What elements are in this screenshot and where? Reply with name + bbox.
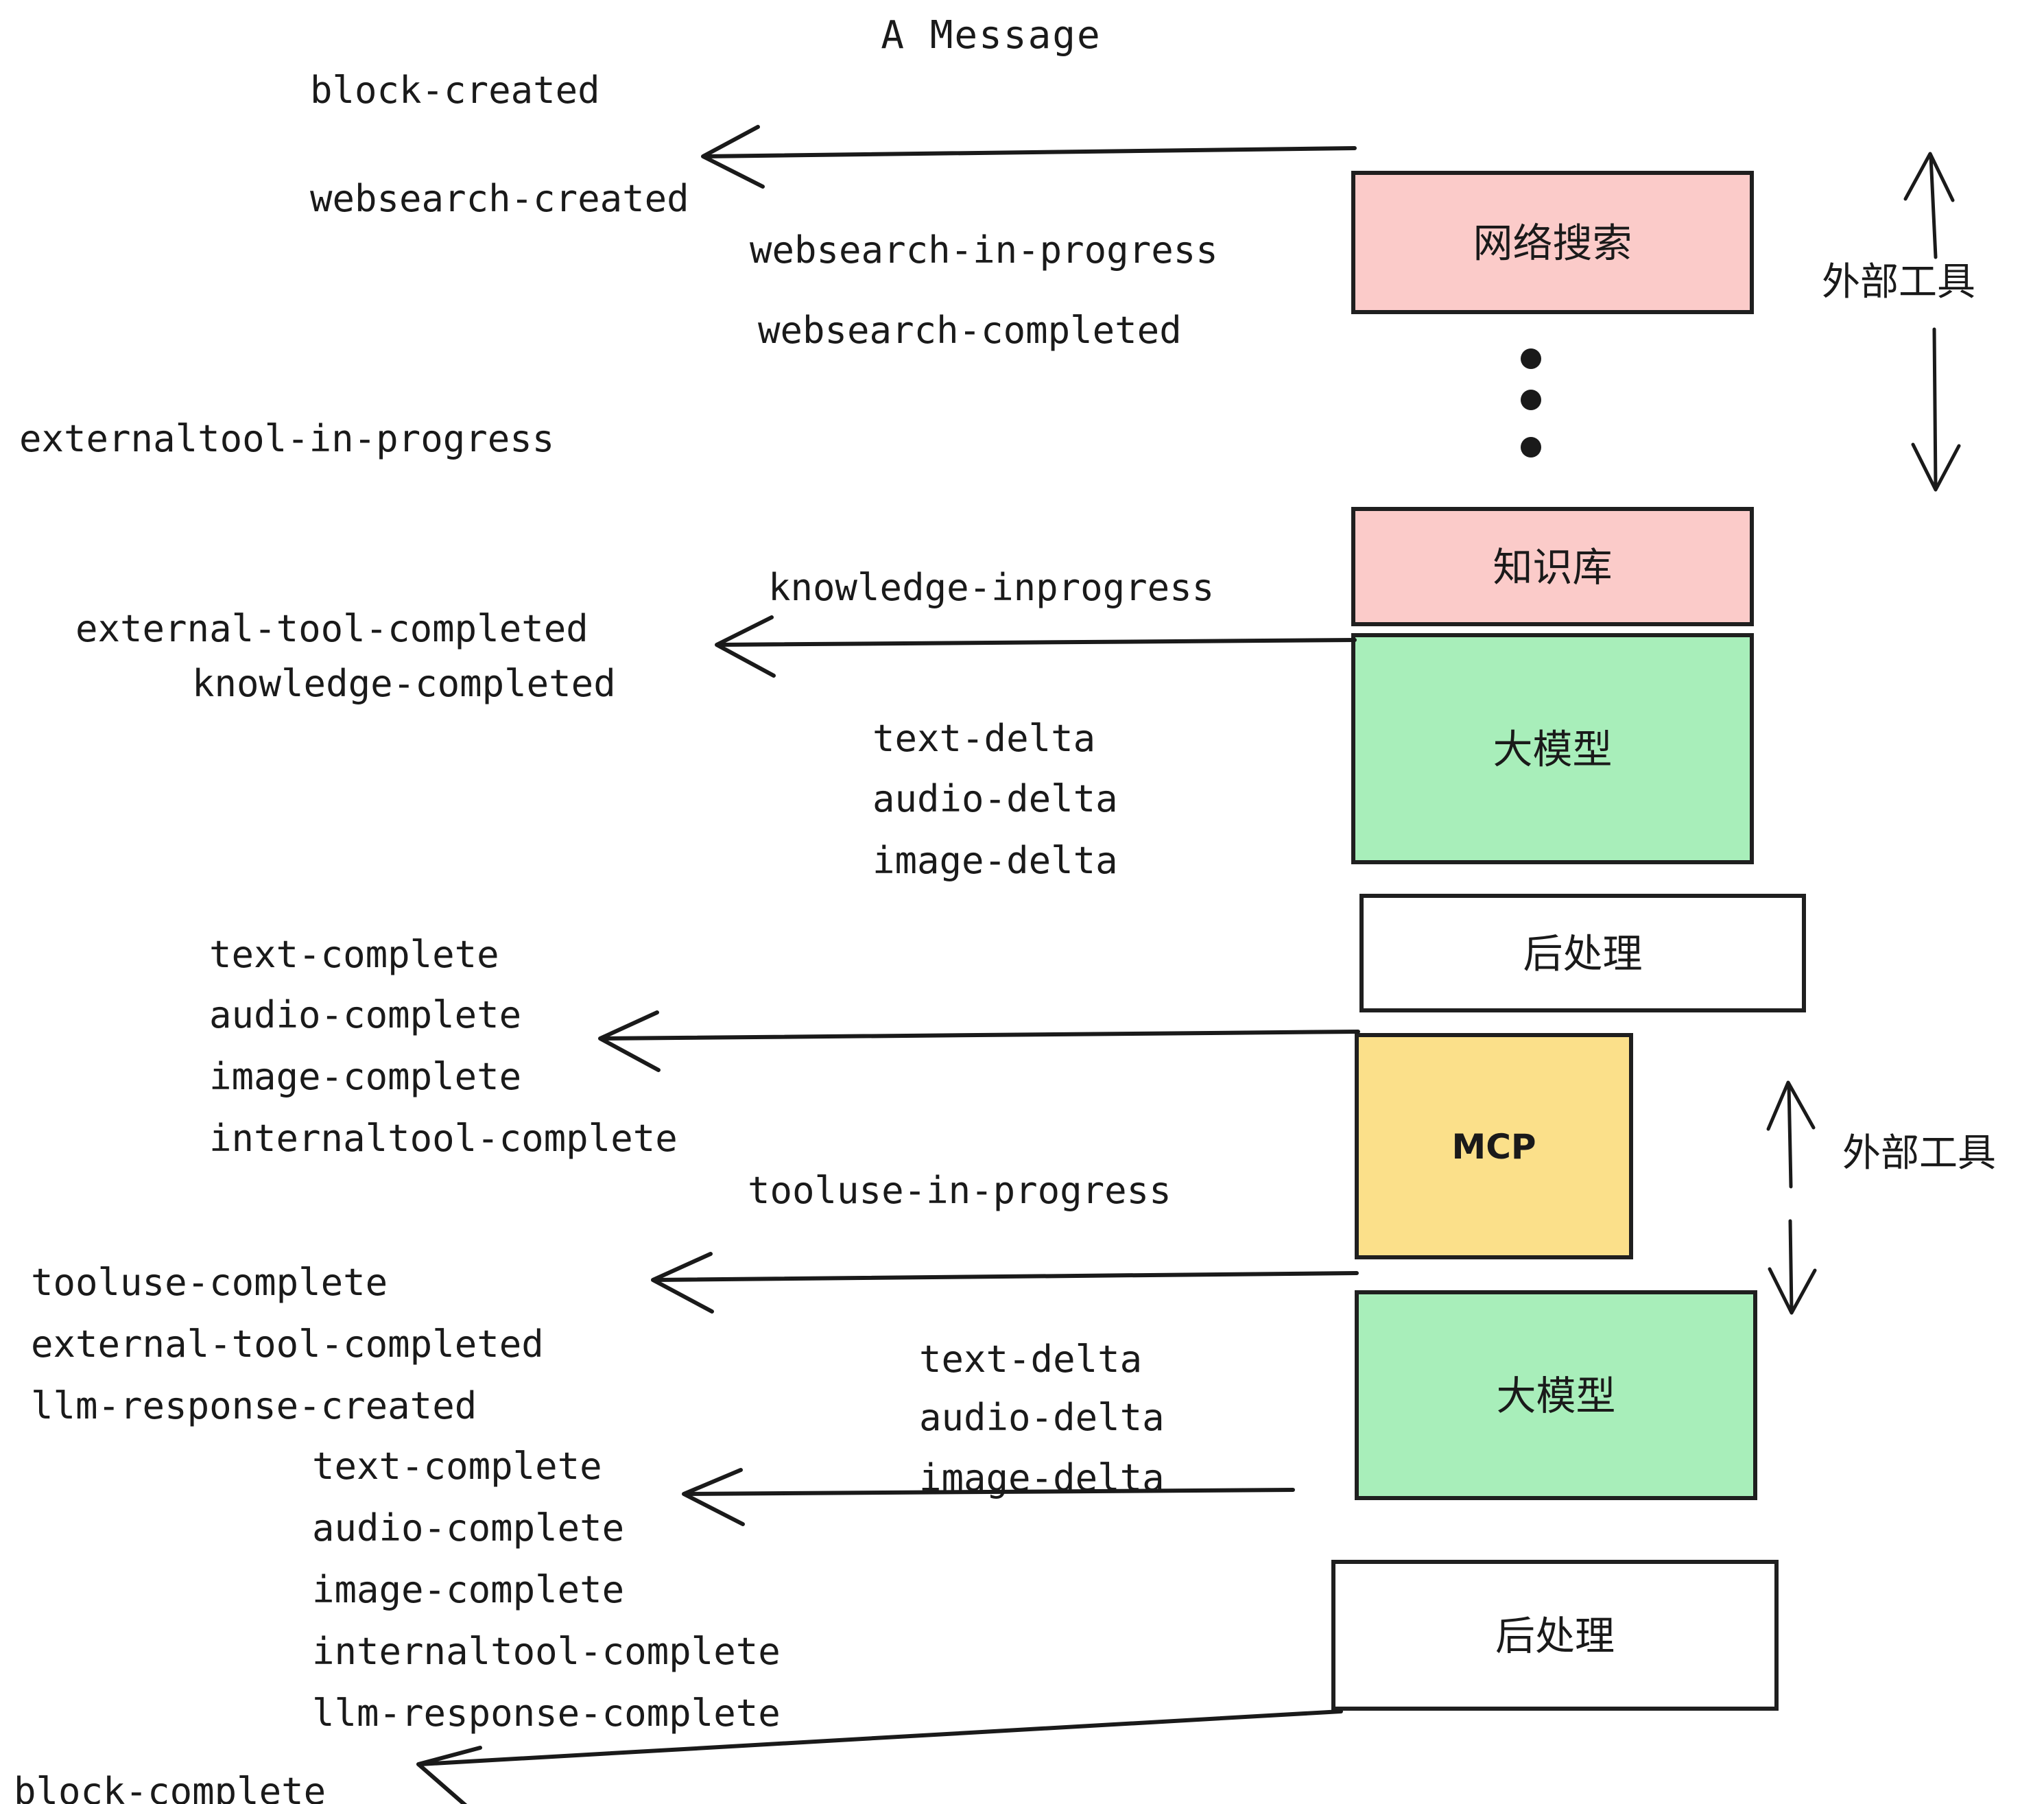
- box-mcp[interactable]: MCP: [1355, 1033, 1633, 1259]
- event-label-text-complete-2: text-complete: [312, 1445, 602, 1488]
- box-label-websearch: 网络搜索: [1473, 220, 1632, 267]
- box-label-knowledge: 知识库: [1493, 544, 1612, 591]
- box-websearch[interactable]: 网络搜索: [1351, 171, 1754, 314]
- event-label-internaltool-complete-2: internaltool-complete: [312, 1630, 781, 1673]
- ellipsis-dot: [1521, 348, 1541, 369]
- ellipsis-dot: [1521, 390, 1541, 410]
- event-label-image-delta-2: image-delta: [919, 1456, 1165, 1499]
- event-label-image-complete-2: image-complete: [312, 1568, 624, 1611]
- event-label-websearch-completed: websearch-completed: [758, 309, 1182, 352]
- box-rect-postprocess-2: [1331, 1560, 1779, 1711]
- event-label-llm-response-created: llm-response-created: [31, 1384, 477, 1427]
- box-llm-1[interactable]: 大模型: [1351, 633, 1754, 864]
- box-knowledge[interactable]: 知识库: [1351, 507, 1754, 626]
- event-label-external-tool-completed-1: external-tool-completed: [75, 607, 589, 650]
- event-label-audio-complete-1: audio-complete: [209, 993, 521, 1036]
- event-label-tooluse-complete: tooluse-complete: [31, 1261, 388, 1304]
- box-label-llm-2: 大模型: [1496, 1373, 1615, 1419]
- flow-arrow-image-complete: [598, 1010, 1360, 1072]
- event-label-websearch-created: websearch-created: [310, 177, 689, 220]
- flow-arrow-audio-complete: [682, 1468, 1295, 1526]
- box-rect-mcp: [1355, 1033, 1633, 1259]
- event-label-internaltool-complete-1: internaltool-complete: [209, 1117, 678, 1160]
- box-label-llm-1: 大模型: [1493, 726, 1612, 773]
- event-label-llm-response-complete: llm-response-complete: [312, 1692, 781, 1735]
- page-title: A Message: [881, 13, 1101, 58]
- flow-arrow-knowledge-completed: [715, 615, 1357, 678]
- flow-arrow-block-created: [701, 125, 1357, 189]
- flow-arrow-block-complete: [416, 1709, 1343, 1804]
- event-label-image-delta-1: image-delta: [872, 839, 1118, 882]
- event-label-websearch-in-progress: websearch-in-progress: [750, 228, 1218, 272]
- side-label-external-tool-bottom: 外部工具: [1842, 1131, 1996, 1176]
- box-postprocess-2[interactable]: 后处理: [1331, 1560, 1779, 1711]
- box-rect-postprocess-1: [1359, 894, 1806, 1012]
- event-label-image-complete-1: image-complete: [209, 1055, 521, 1098]
- event-label-text-delta-1: text-delta: [872, 717, 1095, 760]
- box-rect-llm-1: [1351, 633, 1754, 864]
- external-tool-arrow-bottom: [1766, 1080, 1817, 1315]
- box-label-postprocess-1: 后处理: [1523, 931, 1642, 977]
- event-label-knowledge-completed: knowledge-completed: [192, 662, 616, 705]
- box-postprocess-1[interactable]: 后处理: [1359, 894, 1806, 1012]
- box-label-postprocess-2: 后处理: [1495, 1613, 1615, 1659]
- box-llm-2[interactable]: 大模型: [1355, 1290, 1757, 1500]
- event-label-block-complete: block-complete: [14, 1770, 326, 1804]
- side-label-external-tool-top: 外部工具: [1822, 260, 1975, 305]
- event-label-text-complete-1: text-complete: [209, 933, 499, 976]
- box-rect-knowledge: [1351, 507, 1754, 626]
- event-label-text-delta-2: text-delta: [919, 1338, 1142, 1381]
- flow-arrow-tooluse-complete: [651, 1252, 1359, 1314]
- ellipsis-dots: [1521, 348, 1541, 458]
- box-rect-websearch: [1351, 171, 1754, 314]
- event-label-tooluse-in-progress: tooluse-in-progress: [748, 1169, 1172, 1212]
- external-tool-arrow-top: [1903, 152, 1961, 492]
- box-label-mcp: MCP: [1451, 1127, 1536, 1167]
- event-label-block-created: block-created: [310, 69, 600, 112]
- event-label-knowledge-inprogress: knowledge-inprogress: [768, 566, 1214, 609]
- event-label-audio-delta-1: audio-delta: [872, 777, 1118, 820]
- event-label-external-tool-completed-2: external-tool-completed: [31, 1322, 544, 1366]
- box-rect-llm-2: [1355, 1290, 1757, 1500]
- event-label-audio-complete-2: audio-complete: [312, 1506, 624, 1550]
- event-label-externaltool-in-progress: externaltool-in-progress: [19, 417, 554, 460]
- event-label-audio-delta-2: audio-delta: [919, 1396, 1165, 1439]
- event-label-layer: block-created websearch-created websearch-…: [14, 69, 1218, 1804]
- ellipsis-dot: [1521, 437, 1541, 458]
